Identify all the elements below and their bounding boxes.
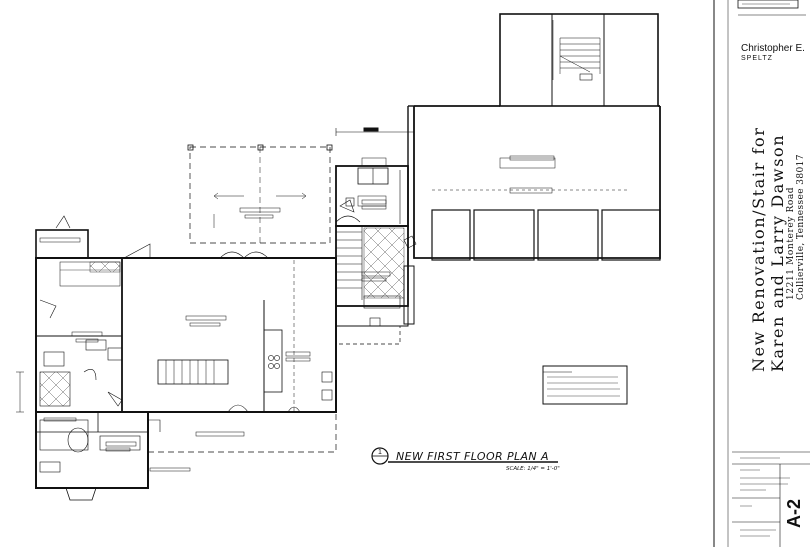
laundry-area [335, 157, 409, 227]
drawing-title: NEW FIRST FLOOR PLAN A [396, 450, 549, 463]
room-tags [39, 155, 555, 472]
program-legend [542, 365, 628, 405]
existing-rear-porch [187, 144, 333, 244]
sheet-number: A-2 [784, 498, 804, 528]
drawing-scale: SCALE: 1/4" = 1'-0" [506, 466, 560, 472]
main-house [35, 243, 337, 413]
lower-wing [16, 371, 161, 501]
sheet-border [713, 0, 729, 547]
existing-front-porch [147, 412, 337, 453]
left-storage [35, 215, 89, 259]
drawing-title-block [371, 447, 558, 465]
detail-number: 1 [378, 449, 382, 456]
firm-last-name: SPELTZ [741, 55, 773, 62]
firm-name: Christopher E. [741, 43, 805, 54]
entry-steps [335, 326, 401, 345]
upper-stair-addition [499, 13, 659, 107]
project-address-line1: 12211 Monterey Road [786, 186, 796, 300]
title-block-boxes [732, 0, 810, 547]
project-title-line1: New Renovation/Stair for [749, 126, 768, 372]
project-title-line2: Karen and Larry Dawson [768, 133, 787, 372]
stair-foyer [335, 199, 417, 327]
project-address-line2: Collierville, Tennessee 38017 [796, 154, 806, 300]
